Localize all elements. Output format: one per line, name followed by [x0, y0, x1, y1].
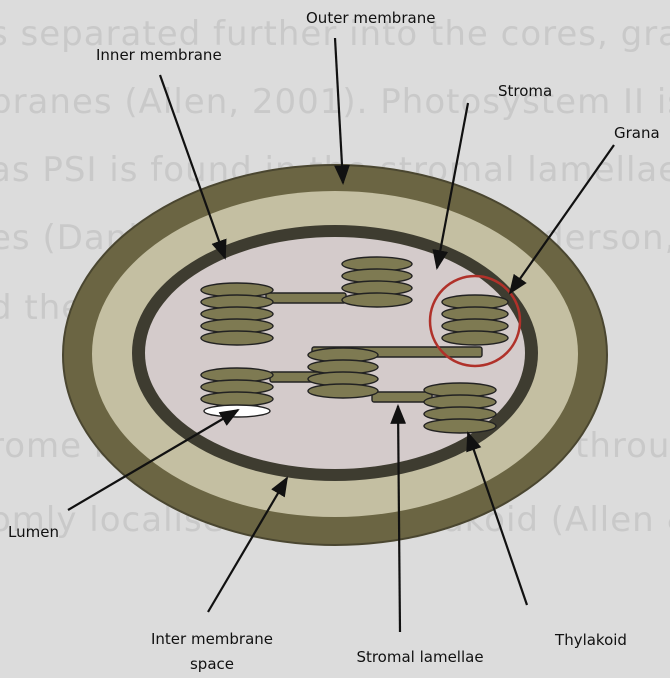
- thylakoid-disc: [201, 392, 273, 406]
- label-lumen: Lumen: [8, 523, 59, 541]
- label-stromal-lamellae: Stromal lamellae: [356, 648, 483, 666]
- label-grana: Grana: [614, 124, 660, 142]
- label-stroma: Stroma: [498, 82, 552, 100]
- label-inner-membrane: Inner membrane: [96, 46, 222, 64]
- lamella-bar: [372, 392, 432, 402]
- label-inter-membrane-space-line2: space: [190, 655, 234, 673]
- arrow-outer-membrane: [335, 38, 343, 183]
- label-thylakoid: Thylakoid: [555, 631, 627, 649]
- label-inter-membrane-space-line1: Inter membrane: [151, 630, 273, 648]
- thylakoid-disc: [424, 419, 496, 433]
- thylakoid-disc: [442, 331, 508, 345]
- thylakoid-disc: [342, 293, 412, 307]
- thylakoid-disc: [308, 384, 378, 398]
- granum-stack-left: [201, 283, 273, 345]
- thylakoid-disc: [201, 331, 273, 345]
- lamella-bar: [266, 293, 346, 303]
- label-outer-membrane: Outer membrane: [306, 9, 435, 27]
